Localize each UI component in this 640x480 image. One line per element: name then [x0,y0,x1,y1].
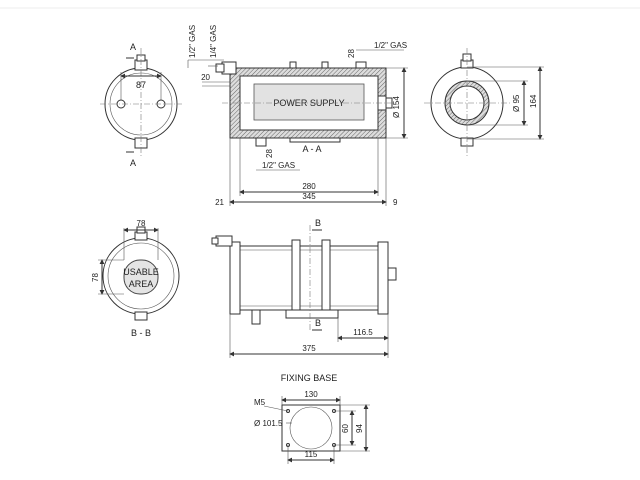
dim-dia-154: Ø 154 [392,96,401,118]
dim-m5: M5 [254,398,266,407]
dim-60: 60 [341,424,350,433]
fixing-base-view: FIXING BASE 130 M5 Ø 101.5 60 94 115 [254,373,370,464]
usable-area-line2: AREA [129,279,154,289]
dim-dia-101-5: Ø 101.5 [254,419,283,428]
dim-94: 94 [355,424,364,433]
dim-gas-half-right: 1/2" GAS [374,41,407,50]
dim-width-78: 78 [137,219,146,228]
dim-20: 20 [201,73,210,82]
dim-gas-half-top: 1/2" GAS [188,25,197,58]
section-mark-b-top: B [315,218,321,228]
dim-115: 115 [305,450,318,459]
dim-gas-quarter: 1/4" GAS [209,25,218,58]
dim-9: 9 [393,198,398,207]
side-view: B B 116.5 375 [211,218,397,358]
section-title-b-b: B - B [131,328,151,338]
section-mark-a-top: A [130,42,136,52]
section-mark-a-bottom: A [130,158,136,168]
dim-345: 345 [302,192,316,201]
dim-130: 130 [304,390,318,399]
front-end-view: 87 A A [100,42,182,168]
section-title-a-a: A - A [302,144,321,154]
dim-164: 164 [529,94,538,108]
dim-dia-95: Ø 95 [512,94,521,112]
usable-area-line1: USABLE [123,267,159,277]
dim-28-bottom: 28 [265,149,274,158]
power-supply-label: POWER SUPPLY [273,98,344,108]
dim-spacing-87: 87 [136,80,146,90]
dim-gas-half-bottom: 1/2" GAS [262,161,295,170]
section-a-a-view: POWER SUPPLY 1/2" GAS 1/4" GAS 28 1/2" G… [187,25,408,207]
dim-116-5: 116.5 [353,328,373,337]
section-mark-b-bottom: B [315,318,321,328]
dim-280: 280 [302,182,316,191]
usable-area-view: USABLE AREA 78 78 B - B [91,219,180,338]
fixing-base-title: FIXING BASE [281,373,338,383]
dim-28-top: 28 [347,49,356,58]
dim-height-78: 78 [91,273,100,282]
rear-end-view: Ø 95 164 [424,48,544,156]
dim-21: 21 [215,198,224,207]
dim-375: 375 [302,344,316,353]
